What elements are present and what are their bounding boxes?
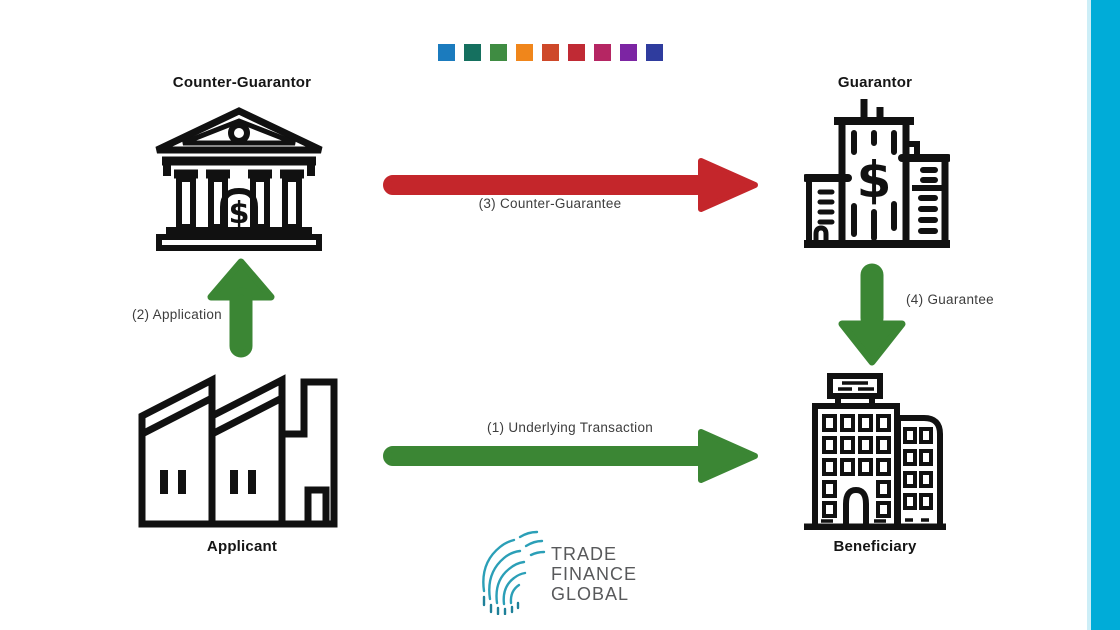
palette-square-magenta — [594, 44, 611, 61]
tfg-logo-mark — [482, 530, 546, 615]
beneficiary-label: Beneficiary — [833, 538, 917, 555]
guarantor-label: Guarantor — [837, 74, 913, 91]
palette-squares — [438, 44, 663, 61]
palette-square-purple — [620, 44, 637, 61]
tower-dollar-glyph: $ — [857, 151, 892, 209]
guarantee-arrow — [838, 263, 906, 366]
bank-dollar-glyph: $ — [229, 196, 250, 231]
underlying-transaction-label: (1) Underlying Transaction — [486, 420, 654, 435]
logo-line-trade: TRADE — [551, 544, 618, 564]
palette-square-orange — [516, 44, 533, 61]
logo-line-global: GLOBAL — [551, 584, 630, 604]
right-accent-bar — [1087, 0, 1120, 630]
palette-square-crimson — [568, 44, 585, 61]
counter-guarantee-arrow — [383, 158, 758, 212]
bank-columns-icon: $ — [155, 107, 323, 251]
office-building-icon — [804, 373, 946, 530]
counter-guarantee-label: (3) Counter-Guarantee — [478, 196, 622, 211]
palette-square-blue — [438, 44, 455, 61]
application-label: (2) Application — [131, 307, 222, 322]
factory-icon — [138, 374, 338, 528]
palette-square-green — [490, 44, 507, 61]
palette-square-indigo — [646, 44, 663, 61]
application-arrow — [207, 258, 275, 358]
guarantee-label: (4) Guarantee — [906, 292, 994, 307]
underlying-transaction-arrow — [383, 429, 758, 483]
tfg-logo-text: TRADE FINANCE GLOBAL — [551, 544, 637, 604]
counter-guarantor-label: Counter-Guarantor — [172, 74, 312, 91]
palette-square-red-orange — [542, 44, 559, 61]
palette-square-teal — [464, 44, 481, 61]
applicant-label: Applicant — [206, 538, 278, 555]
logo-line-finance: FINANCE — [551, 564, 638, 584]
bank-tower-dollar-icon: $ — [804, 99, 950, 248]
